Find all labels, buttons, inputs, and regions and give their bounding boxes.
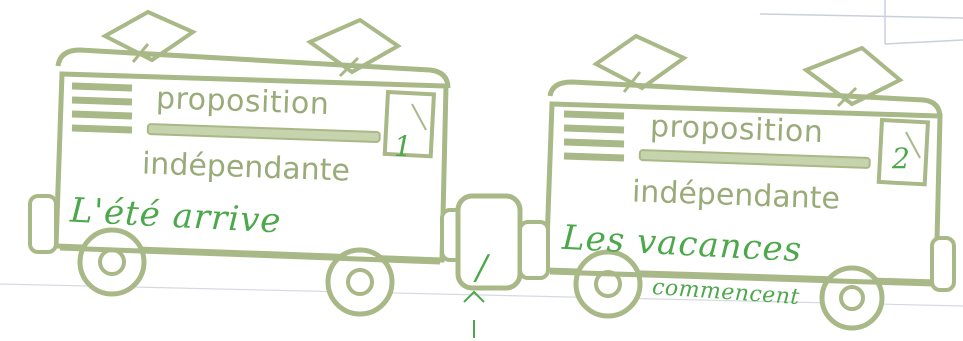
wagon-1-title-line1: proposition [155, 81, 330, 122]
paper-edge-line [885, 40, 963, 44]
wheel [80, 230, 144, 294]
wagon-1-title-line2: indépendante [141, 146, 350, 188]
pantograph-icon [596, 36, 684, 88]
paper-edge-line [760, 14, 963, 18]
wheel [576, 252, 640, 316]
wagon-2-title-line1: proposition [649, 109, 824, 150]
coupling [458, 196, 520, 338]
wagon-2-number: 2 [892, 142, 910, 175]
wagon-2-title-line2: indépendante [631, 174, 840, 216]
separator-mark: / [476, 248, 487, 288]
wagon-1-number: 1 [394, 130, 412, 163]
wagon-bumper [30, 196, 56, 252]
caret-mark [464, 292, 484, 302]
wagon-bumper [520, 222, 548, 278]
wheel [822, 268, 882, 328]
wagon-bumper [932, 238, 954, 290]
coupling-box [458, 196, 520, 288]
